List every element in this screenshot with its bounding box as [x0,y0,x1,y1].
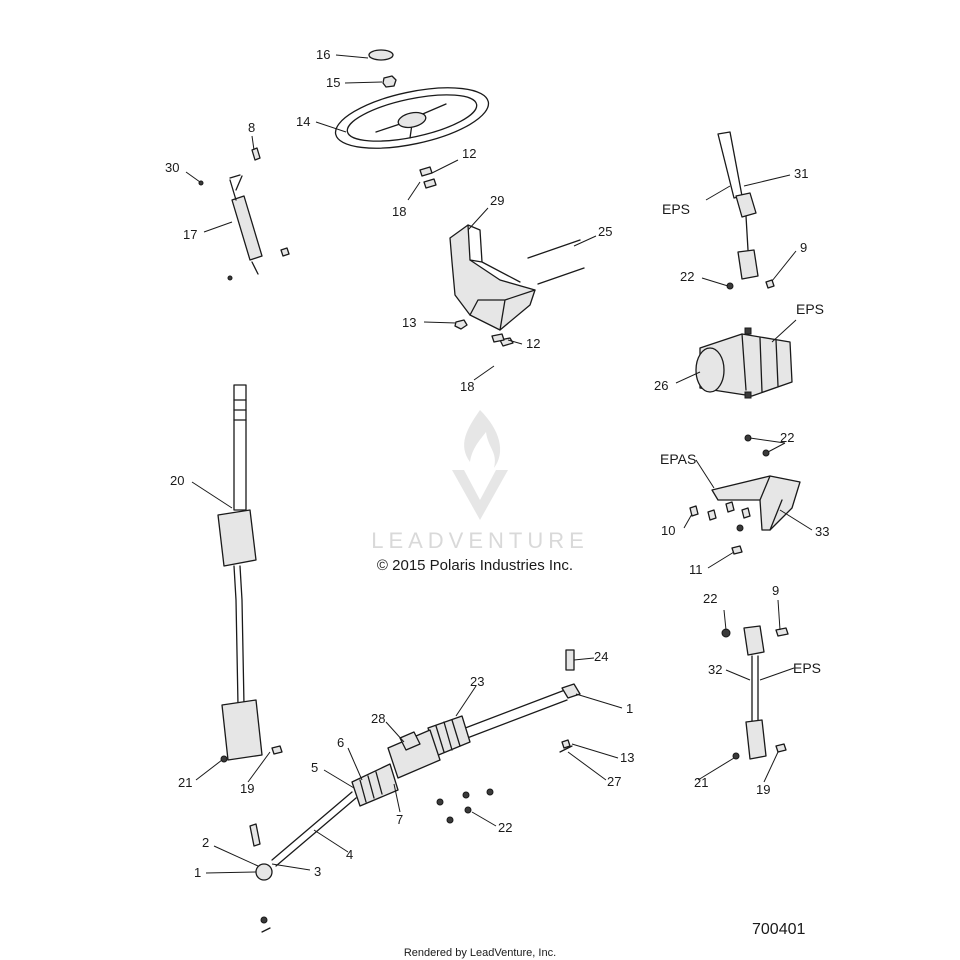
watermark-brand: LEADVENTURE [371,528,589,553]
leadventure-logo-icon [452,410,508,520]
nut-13-part [454,319,468,330]
callout-1-right: 1 [626,701,633,716]
bolt-24-part [565,649,575,671]
tie-rod-part [271,791,357,867]
column-bracket-part [449,224,536,331]
tie-rod-end-part [255,863,273,881]
callout-31: 31 [794,166,808,181]
variant-tags: EPS EPS EPAS EPS [660,201,824,676]
eps-lower-shaft-group [721,625,789,760]
callout-14: 14 [296,114,310,129]
callout-11: 11 [689,562,703,577]
bolts-25-part [527,239,585,285]
copyright-notice: © 2015 Polaris Industries Inc. [377,557,573,574]
main-steering-shaft-part [233,384,247,511]
horn-cap-part [368,49,394,61]
steering-nut-part [382,75,397,88]
eps-upper-shaft-part [717,131,743,199]
diagram-number: 700401 [752,921,805,938]
callout-5: 5 [311,760,318,775]
callout-29: 29 [490,193,504,208]
eps-lower-shaft-part [745,719,767,760]
callout-13-rack: 13 [620,750,634,765]
callout-7: 7 [396,812,403,827]
callout-24: 24 [594,649,608,664]
tag-eps-column: EPS [662,201,690,217]
callout-32: 32 [708,662,722,677]
callout-8: 8 [248,120,255,135]
callout-1-left: 1 [194,865,201,880]
callout-22-epas: 22 [780,430,794,445]
callout-18-top: 18 [392,204,406,219]
leader-lines [185,54,813,874]
eps-upper-shaft-group [717,131,775,290]
steering-wheel-part [334,87,490,149]
tag-eps-motor: EPS [796,301,824,317]
callout-18-bottom: 18 [460,379,474,394]
callout-21-right: 21 [694,775,708,790]
callout-9-lower: 9 [772,583,779,598]
steering-rack-group [249,649,581,933]
callout-16: 16 [316,47,330,62]
rack-shaft-part [459,689,568,741]
tilt-strut-group [198,147,290,281]
callout-6: 6 [337,735,344,750]
epas-bracket-part [711,475,801,531]
callout-19-left: 19 [240,781,254,796]
callout-25: 25 [598,224,612,239]
callout-22-upper: 22 [680,269,694,284]
callout-12-bottom: 12 [526,336,540,351]
callout-30: 30 [165,160,179,175]
rack-boot-left-part [351,763,399,807]
callout-9-upper: 9 [800,240,807,255]
gas-strut-part [231,195,263,261]
callout-15: 15 [326,75,340,90]
callout-4: 4 [346,847,353,862]
eps-motor-group [695,327,793,399]
callout-23: 23 [470,674,484,689]
bushing-top-group [419,166,437,189]
callout-28: 28 [371,711,385,726]
callout-27: 27 [607,774,621,789]
callout-26: 26 [654,378,668,393]
main-steering-shaft-group [217,384,283,763]
callout-3: 3 [314,864,321,879]
callout-numbers: 16 15 14 8 12 30 18 17 29 25 13 12 18 31… [165,47,829,880]
tag-epas: EPAS [660,451,696,467]
callout-22-lower: 22 [703,591,717,606]
callout-12-top: 12 [462,146,476,161]
tag-eps-shaft: EPS [793,660,821,676]
bolt-8-part [251,147,261,161]
callout-21-left: 21 [178,775,192,790]
callout-2: 2 [202,835,209,850]
callout-33: 33 [815,524,829,539]
epas-bracket-group [689,434,801,555]
steering-wheel-group [334,49,490,149]
callout-17: 17 [183,227,197,242]
leadventure-watermark: LEADVENTURE © 2015 Polaris Industries In… [371,410,589,574]
callout-22-rack: 22 [498,820,512,835]
callout-10: 10 [661,523,675,538]
callout-13-bracket: 13 [402,315,416,330]
callout-20: 20 [170,473,184,488]
column-bracket-group [449,224,585,347]
callout-19-right: 19 [756,782,770,797]
render-credit: Rendered by LeadVenture, Inc. [404,947,556,959]
